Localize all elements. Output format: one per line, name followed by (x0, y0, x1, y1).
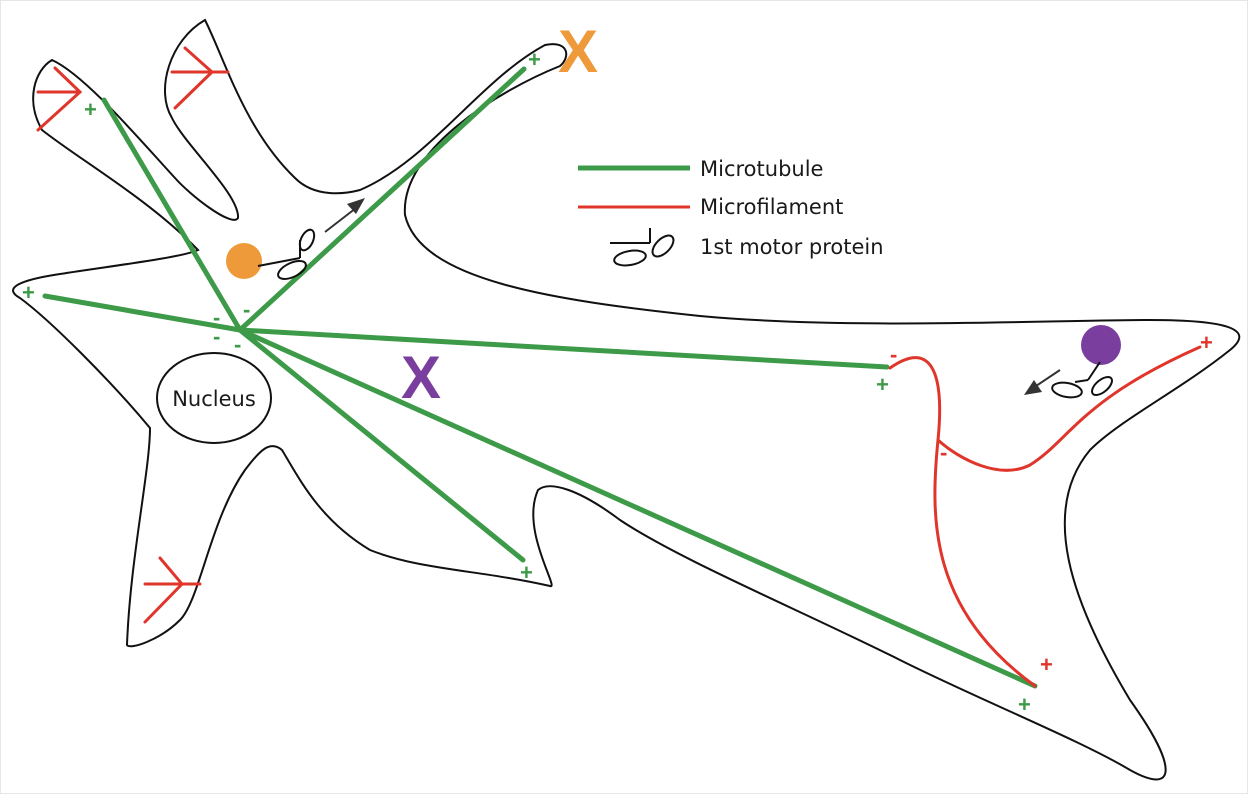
microfilament-right-2 (936, 345, 1202, 472)
arrow-icon (1032, 369, 1061, 389)
orange-cargo (226, 243, 262, 279)
legend-motor-icon (610, 228, 675, 267)
orange-x-marker: X (558, 18, 598, 85)
microtubules (42, 66, 1038, 689)
legend-motor-label: 1st motor protein (700, 235, 884, 259)
motor-protein-icon (257, 228, 316, 280)
motor-protein-icon (1051, 361, 1113, 399)
minus-sign: - (243, 297, 250, 322)
microfilament-branch-2 (170, 46, 230, 110)
arrow-icon (324, 207, 357, 233)
plus-sign: + (1018, 692, 1031, 717)
minus-sign: - (234, 332, 241, 357)
orange-cargo-motor (226, 198, 365, 280)
plus-sign: + (528, 47, 541, 72)
plus-sign: + (876, 372, 889, 397)
cell-membrane (12, 18, 1241, 781)
legend-microfilament-label: Microfilament (700, 195, 843, 219)
arrow-head-icon (347, 198, 365, 214)
minus-sign: - (940, 440, 947, 465)
purple-cargo-motor (1024, 325, 1121, 399)
plus-sign: + (1040, 652, 1053, 677)
minus-sign: - (213, 305, 220, 330)
microtubule-left (42, 293, 243, 333)
nucleus-label: Nucleus (172, 387, 256, 411)
microfilament-branch-1 (36, 66, 83, 132)
microtubule-right (237, 327, 890, 370)
legend: Microtubule Microfilament 1st motor prot… (578, 157, 884, 267)
plus-sign: + (1200, 330, 1213, 355)
microtubule-upper-right (237, 66, 527, 333)
polarity-signs: + + + + + + - - - - - - + + (22, 47, 1213, 717)
plus-sign: + (520, 560, 533, 585)
minus-sign: - (213, 324, 220, 349)
nucleus (156, 352, 272, 444)
microtubule-lower-right (237, 327, 1038, 689)
microfilament-branch-3 (143, 556, 202, 624)
plus-sign: + (22, 280, 35, 305)
legend-microtubule-label: Microtubule (700, 157, 823, 181)
microtubule-lower (237, 327, 526, 563)
microtubule-upper-left (101, 97, 243, 333)
arrow-head-icon (1024, 380, 1042, 395)
microfilament-right-1 (888, 356, 1037, 688)
plus-sign: + (84, 97, 97, 122)
purple-x-marker: X (401, 344, 441, 411)
microfilaments (36, 46, 1202, 688)
minus-sign: - (890, 342, 897, 367)
purple-cargo (1081, 325, 1121, 365)
